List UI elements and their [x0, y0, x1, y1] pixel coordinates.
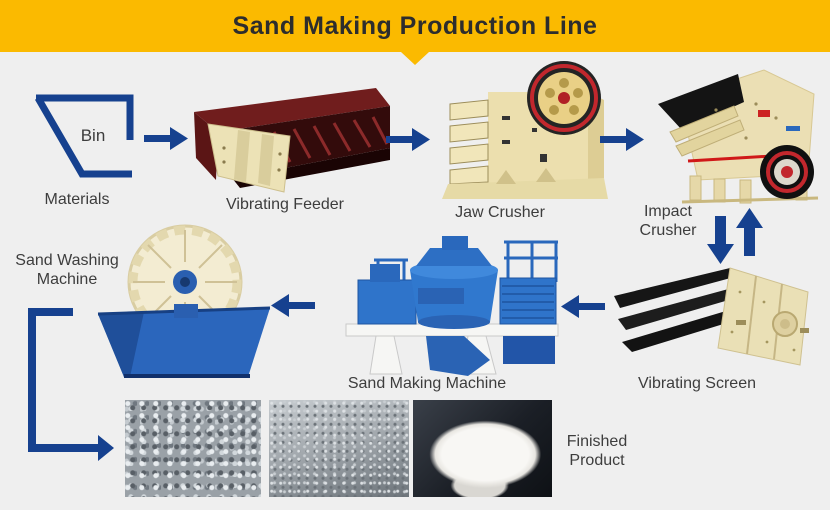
sand-washing-machine-label-line2: Machine — [36, 271, 98, 288]
vibrating-feeder-label: Vibrating Feeder — [226, 196, 344, 213]
sand-making-machine-label: Sand Making Machine — [347, 375, 507, 392]
arrow-impact-to-screen-down-icon — [707, 216, 734, 264]
impact-crusher-label-line2: Crusher — [639, 222, 697, 239]
arrow-washer-to-product-icon — [98, 435, 114, 461]
impact-crusher-illustration — [658, 69, 819, 204]
title-banner: Sand Making Production Line — [0, 0, 830, 52]
arrow-screen-to-impact-up-icon — [736, 208, 763, 256]
connector-bottom-segment — [28, 444, 98, 452]
impact-crusher-label: Impact Crusher — [616, 202, 720, 240]
page-title: Sand Making Production Line — [232, 11, 598, 40]
finished-product-label: Finished Product — [540, 432, 654, 470]
arrow-bin-to-feeder-icon — [144, 127, 188, 150]
vibrating-feeder-illustration — [194, 88, 390, 193]
connector-vertical-segment — [28, 308, 36, 452]
impact-crusher-label-line1: Impact — [643, 203, 692, 220]
arrow-jaw-to-impact-icon — [600, 128, 644, 151]
bin-label: Bin — [80, 126, 106, 145]
product-photo-sand — [269, 400, 409, 497]
sand-washing-machine-label: Sand Washing Machine — [0, 251, 134, 289]
arrow-sandmaker-to-washer-icon — [271, 294, 315, 317]
bin-shape — [34, 94, 134, 178]
sand-washing-machine-illustration — [97, 224, 271, 378]
arrow-screen-to-sandmaker-icon — [561, 295, 605, 318]
vibrating-screen-label: Vibrating Screen — [638, 375, 756, 392]
jaw-crusher-illustration — [442, 61, 608, 199]
connector-top-segment — [28, 308, 73, 316]
sand-washing-machine-label-line1: Sand Washing — [15, 252, 119, 269]
banner-notch-triangle — [401, 52, 429, 65]
finished-product-label-line2: Product — [569, 452, 625, 469]
product-photo-gravel — [125, 400, 261, 497]
finished-product-label-line1: Finished — [566, 433, 628, 450]
vibrating-screen-illustration — [614, 267, 809, 366]
jaw-crusher-label: Jaw Crusher — [455, 204, 545, 221]
sand-making-machine-illustration — [345, 236, 559, 376]
product-photo-white-powder — [413, 400, 552, 497]
materials-label: Materials — [44, 191, 110, 208]
arrow-feeder-to-jaw-icon — [386, 128, 430, 151]
